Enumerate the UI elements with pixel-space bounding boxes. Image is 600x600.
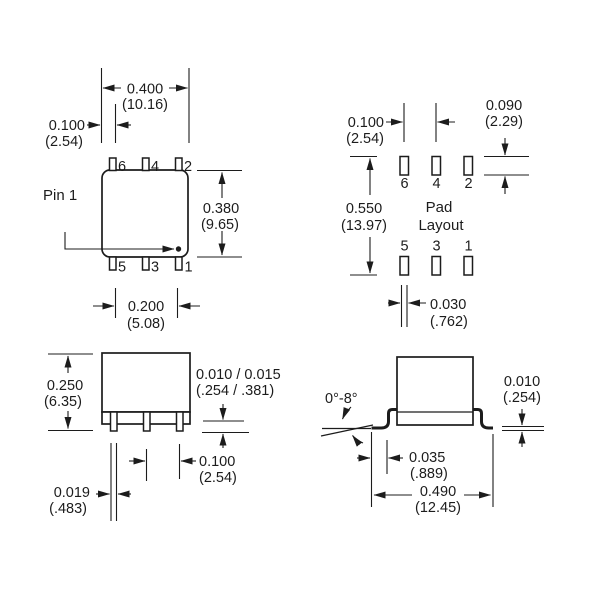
dim-height-in: 0.250 bbox=[47, 378, 83, 394]
dim-pin-offset-mm: (2.54) bbox=[45, 134, 83, 150]
pin-4 bbox=[141, 157, 150, 172]
side-lead-middle bbox=[142, 411, 151, 432]
pin1-dot bbox=[175, 246, 182, 252]
dim-pad-height-mm: (2.29) bbox=[485, 114, 523, 130]
pin-3-label: 3 bbox=[151, 260, 159, 276]
dim-pad-span-in: 0.550 bbox=[346, 201, 382, 217]
angle-leader-arrow-bottom bbox=[352, 435, 364, 447]
dim-pad-span-mm: (13.97) bbox=[341, 218, 387, 234]
pin-2 bbox=[174, 157, 183, 172]
pad-3-label: 3 bbox=[432, 239, 440, 255]
pad-6 bbox=[399, 155, 410, 176]
dim-overall-width-in: 0.490 bbox=[420, 484, 456, 500]
pin1-leader-arrow bbox=[64, 232, 175, 253]
pad-layout-view: 6 4 2 5 3 1 Pad Layout 0.100 (2.54) 0.09… bbox=[341, 98, 529, 330]
pin-6-label: 6 bbox=[118, 159, 126, 175]
dim-lead-thickness-in: 0.010 bbox=[504, 374, 540, 390]
dim-lead-thickness-mm: (.254) bbox=[503, 390, 541, 406]
dim-standoff-mm: (.254 / .381) bbox=[196, 383, 274, 399]
dim-standoff-in: 0.010 / 0.015 bbox=[196, 367, 281, 383]
gull-wing-lead-left bbox=[371, 408, 397, 430]
side-lead-right bbox=[175, 411, 184, 432]
pad-6-label: 6 bbox=[400, 176, 408, 192]
dim-lead-width-in: 0.019 bbox=[54, 485, 90, 501]
pad-5-label: 5 bbox=[400, 239, 408, 255]
dim-height-mm: (6.35) bbox=[44, 394, 82, 410]
pad-4 bbox=[431, 155, 442, 176]
dim-body-width-mm: (10.16) bbox=[122, 97, 168, 113]
dim-body-height-in: 0.380 bbox=[203, 201, 239, 217]
dim-lead-pitch-mm: (2.54) bbox=[199, 470, 237, 486]
pad-2 bbox=[463, 155, 474, 176]
angle-leader-arrow-top bbox=[341, 406, 352, 420]
dim-pad-pitch-in: 0.100 bbox=[348, 115, 384, 131]
package-body-end-view bbox=[396, 356, 474, 426]
pad-5 bbox=[399, 255, 410, 276]
pad-1-label: 1 bbox=[464, 239, 472, 255]
dim-body-width-in: 0.400 bbox=[127, 82, 163, 98]
package-body-side-view bbox=[101, 352, 191, 413]
pin-6 bbox=[108, 157, 117, 172]
dim-body-height-mm: (9.65) bbox=[201, 217, 239, 233]
dim-pad-pitch-mm: (2.54) bbox=[346, 131, 384, 147]
end-view: 0°-8° 0.010 (.254) 0.035 (.889) 0.490 (1… bbox=[320, 356, 544, 516]
dim-overall-width-mm: (12.45) bbox=[415, 500, 461, 516]
pad-1 bbox=[463, 255, 474, 276]
pad-2-label: 2 bbox=[464, 176, 472, 192]
gull-wing-lead-right bbox=[473, 408, 493, 430]
pin1-callout-label: Pin 1 bbox=[43, 187, 77, 204]
lead-angle-label: 0°-8° bbox=[325, 391, 358, 407]
pad-layout-title-line1: Pad bbox=[426, 199, 453, 216]
pad-layout-title-line2: Layout bbox=[418, 217, 464, 234]
dim-lead-width-mm: (.483) bbox=[49, 501, 87, 517]
angle-slanted-line bbox=[320, 424, 374, 437]
dim-pad-width-in: 0.030 bbox=[430, 297, 466, 313]
pin-5-label: 5 bbox=[118, 260, 126, 276]
pin-3 bbox=[141, 256, 150, 271]
dim-pin-offset-in: 0.100 bbox=[49, 118, 85, 134]
pin-5 bbox=[108, 256, 117, 271]
pin-1-label: 1 bbox=[185, 260, 193, 276]
side-view: 0.250 (6.35) 0.010 / 0.015 (.254 / .381)… bbox=[44, 352, 281, 521]
pin-2-label: 2 bbox=[184, 159, 192, 175]
dim-pad-width-mm: (.762) bbox=[430, 314, 468, 330]
pin-4-label: 4 bbox=[151, 159, 159, 175]
dim-lead-pitch-in: 0.100 bbox=[199, 454, 235, 470]
pad-4-label: 4 bbox=[432, 176, 440, 192]
dim-pad-height-in: 0.090 bbox=[486, 98, 522, 114]
dim-foot-length-in: 0.035 bbox=[409, 450, 445, 466]
dim-pin-spacing-in: 0.200 bbox=[128, 299, 164, 315]
package-body-top-view bbox=[101, 169, 189, 258]
dim-foot-length-mm: (.889) bbox=[410, 466, 448, 482]
dim-pin-spacing-mm: (5.08) bbox=[127, 316, 165, 332]
top-view: 6 4 2 5 3 1 Pin 1 0.400 (10.16) 0.100 (2… bbox=[43, 68, 242, 332]
side-lead-left bbox=[109, 411, 118, 432]
pin-1 bbox=[174, 256, 183, 271]
pad-3 bbox=[431, 255, 442, 276]
